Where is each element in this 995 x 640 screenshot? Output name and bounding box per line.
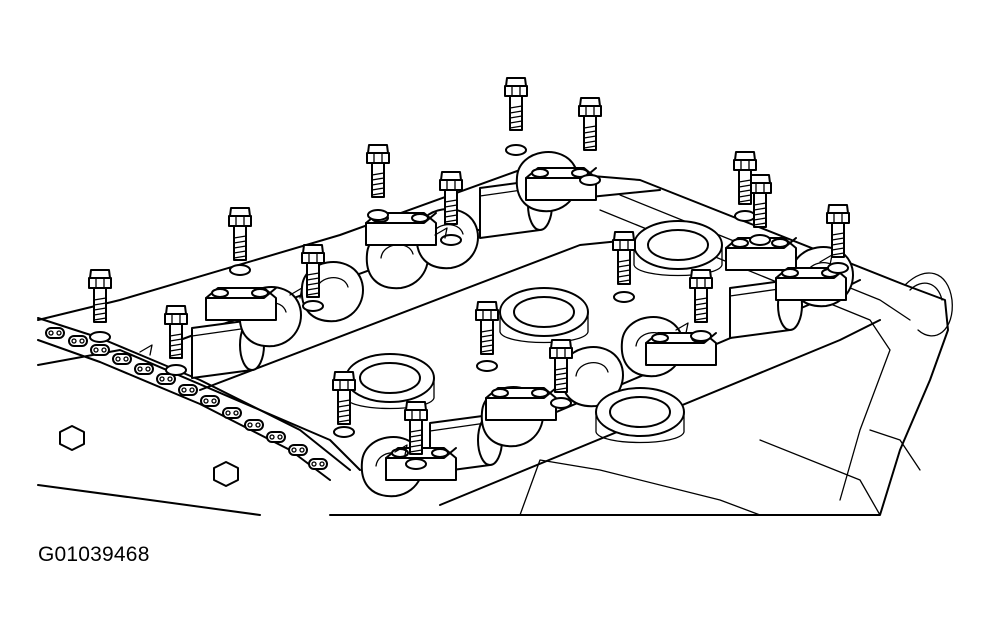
figure-id-label: G01039468: [38, 543, 150, 566]
